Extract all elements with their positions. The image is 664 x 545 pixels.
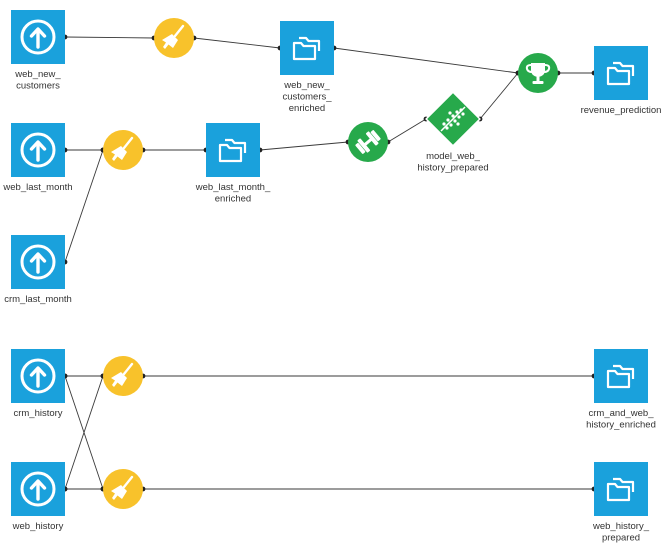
edge-prep_last_month-to-web_last_month_enriched — [140, 147, 209, 153]
node-revenue-prediction[interactable]: revenue_prediction — [581, 46, 662, 116]
node-label: customers_ — [282, 92, 332, 103]
edge-train_recipe-to-model_web_history_prepared — [385, 116, 429, 145]
node-prep-last-month[interactable] — [103, 130, 143, 170]
edge-web_new_customers_enriched-to-score_recipe — [331, 45, 521, 76]
node-label: enriched — [289, 103, 325, 114]
node-label: enriched — [215, 194, 251, 205]
edge-line — [387, 118, 427, 143]
node-crm-history[interactable]: crm_history — [11, 349, 65, 419]
node-label: web_new_ — [283, 80, 330, 91]
edge-prep_new_customers-to-web_new_customers_enriched — [191, 35, 283, 51]
node-web-history[interactable]: web_history — [11, 462, 65, 532]
node-label: history_enriched — [586, 420, 656, 431]
edge-score_recipe-to-revenue_prediction — [555, 70, 597, 76]
node-label: customers — [16, 81, 60, 92]
node-train-recipe[interactable] — [348, 122, 388, 162]
dataset-tile — [594, 46, 648, 100]
edge-model_web_history_prepared-to-score_recipe — [477, 70, 521, 122]
edge-line — [259, 141, 349, 151]
node-label: revenue_prediction — [581, 105, 662, 116]
node-label: crm_history — [13, 408, 62, 419]
node-label: crm_and_web_ — [589, 408, 655, 419]
node-label: history_prepared — [417, 163, 488, 174]
dataset-tile — [206, 123, 260, 177]
dataset-tile — [280, 21, 334, 75]
edge-web_history-to-prep_web_history — [62, 486, 106, 492]
edge-line — [333, 47, 519, 74]
edge-line — [479, 72, 519, 120]
node-label: model_web_ — [426, 151, 481, 162]
node-web-new-customers[interactable]: web_new_customers — [11, 10, 65, 92]
edge-web_history-to-prep_crm_web — [62, 373, 106, 492]
node-prep-web-history[interactable] — [103, 469, 143, 509]
node-crm-last-month[interactable]: crm_last_month — [4, 235, 72, 305]
node-label: prepared — [602, 533, 640, 544]
node-prep-crm-web[interactable] — [103, 356, 143, 396]
edge-line — [64, 375, 104, 490]
edge-crm_last_month-to-prep_last_month — [62, 147, 106, 265]
node-label: web_last_month_ — [195, 182, 271, 193]
node-web-new-customers-enriched[interactable]: web_new_customers_enriched — [280, 21, 334, 114]
edge-line — [64, 149, 104, 263]
edges-layer — [62, 34, 597, 492]
node-score-recipe[interactable] — [518, 53, 558, 93]
node-label: web_history_ — [592, 521, 650, 532]
node-label: web_history — [12, 521, 64, 532]
edge-crm_history-to-prep_crm_web — [62, 373, 106, 379]
edge-prep_crm_web-to-crm_and_web_history_enriched — [140, 373, 597, 379]
dataset-tile — [594, 462, 648, 516]
edge-web_last_month-to-prep_last_month — [62, 147, 106, 153]
node-label: crm_last_month — [4, 294, 72, 305]
node-web-history-prepared[interactable]: web_history_prepared — [592, 462, 650, 544]
dataset-tile — [594, 349, 648, 403]
edge-web_new_customers-to-prep_new_customers — [62, 34, 157, 41]
node-prep-new-customers[interactable] — [154, 18, 194, 58]
node-web-last-month[interactable]: web_last_month — [2, 123, 73, 193]
node-label: web_new_ — [14, 69, 61, 80]
node-label: web_last_month — [2, 182, 72, 193]
node-crm-and-web-history-enriched[interactable]: crm_and_web_history_enriched — [586, 349, 656, 431]
edge-prep_web_history-to-web_history_prepared — [140, 486, 597, 492]
edge-line — [64, 36, 155, 39]
node-web-last-month-enriched[interactable]: web_last_month_enriched — [195, 123, 271, 205]
edge-web_last_month_enriched-to-train_recipe — [257, 139, 351, 153]
edge-line — [193, 37, 281, 49]
node-model-web-history-prepared[interactable]: model_web_history_prepared — [417, 91, 489, 174]
